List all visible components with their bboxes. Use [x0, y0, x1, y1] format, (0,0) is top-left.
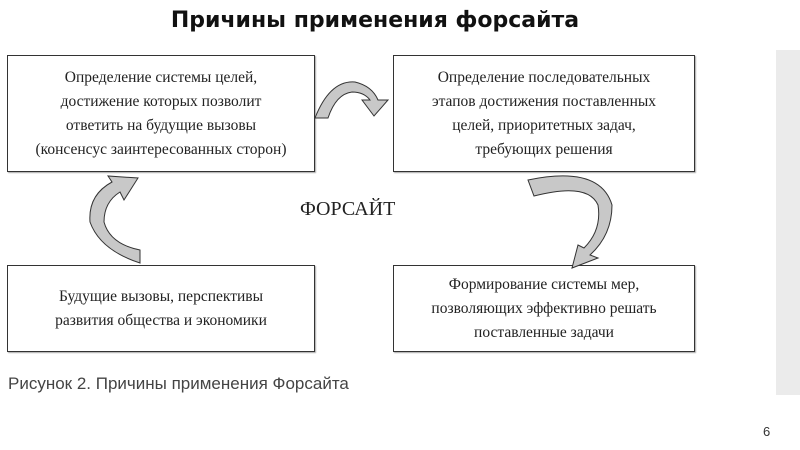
box-text: Формирование системы мер, позволяющих эф…	[431, 275, 657, 341]
box-measures: Формирование системы мер, позволяющих эф…	[393, 265, 695, 352]
box-goal-system: Определение системы целей, достижение ко…	[7, 55, 315, 172]
figure-caption: Рисунок 2. Причины применения Форсайта	[8, 374, 349, 393]
box-stages: Определение последовательных этапов дост…	[393, 55, 695, 172]
box-future-challenges: Будущие вызовы, перспективы развития общ…	[7, 265, 315, 352]
box-text: Определение последовательных этапов дост…	[431, 68, 657, 158]
curved-arrow-top	[314, 81, 390, 119]
slide-title: Причины применения форсайта	[170, 8, 580, 33]
box-text: Определение системы целей, достижение ко…	[35, 68, 287, 158]
curved-arrow-left	[89, 175, 141, 264]
page-number: 6	[763, 424, 771, 439]
box-text: Будущие вызовы, перспективы развития общ…	[55, 287, 267, 329]
side-panel	[776, 50, 800, 395]
center-label: ФОРСАЙТ	[300, 198, 396, 220]
curved-arrow-right	[527, 175, 613, 269]
